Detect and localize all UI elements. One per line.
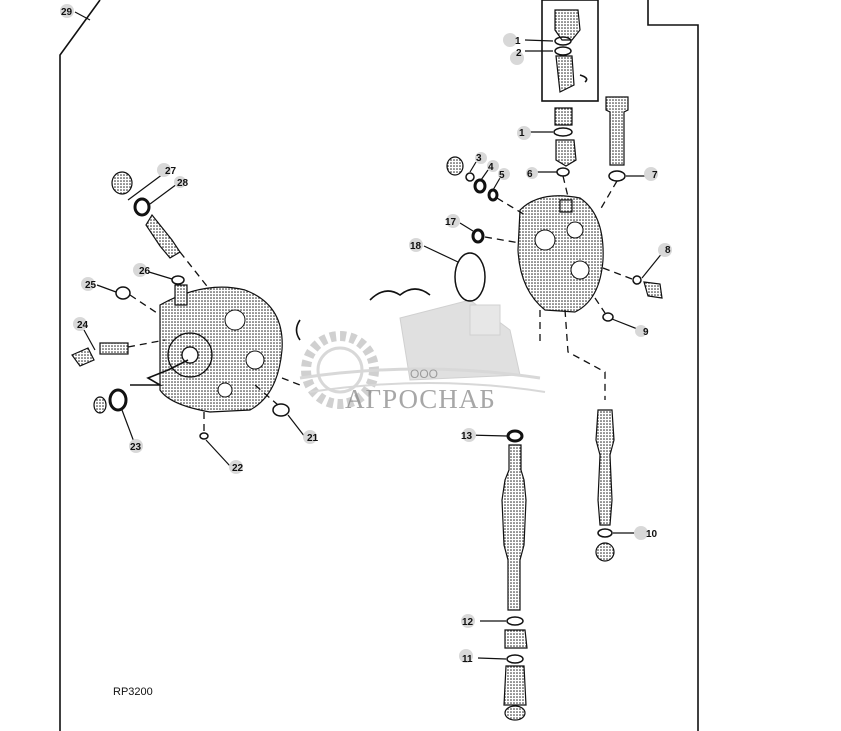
o-ring-21	[272, 403, 290, 417]
left-top-plug	[111, 171, 211, 291]
svg-text:1: 1	[519, 128, 525, 139]
svg-text:25: 25	[85, 280, 97, 291]
svg-text:8: 8	[665, 245, 671, 256]
svg-text:29: 29	[61, 7, 73, 18]
watermark-company-name: АГРОСНАБ	[345, 384, 496, 414]
callout-23: 23	[129, 439, 143, 453]
callout-29: 29	[60, 4, 74, 18]
page-frame	[59, 0, 699, 731]
svg-text:7: 7	[652, 170, 658, 181]
callout-13: 13	[461, 428, 476, 442]
svg-text:13: 13	[461, 431, 473, 442]
callout-22: 22	[229, 460, 244, 474]
svg-text:11: 11	[462, 654, 473, 665]
svg-text:28: 28	[177, 178, 189, 189]
callout-1-top: 1	[503, 33, 521, 47]
watermark-logo	[299, 299, 546, 409]
valve-side-plugs	[446, 156, 526, 216]
o-ring-26	[171, 275, 185, 285]
callout-24: 24	[73, 317, 89, 331]
callout-7: 7	[644, 167, 658, 181]
callout-25: 25	[81, 277, 97, 291]
callout-1: 1	[517, 126, 531, 140]
valve-seal-17	[471, 228, 485, 244]
valve-plug-8	[602, 267, 663, 299]
callout-21: 21	[303, 430, 319, 444]
valve-body	[517, 195, 604, 313]
svg-text:21: 21	[307, 433, 319, 444]
callout-18: 18	[409, 238, 423, 252]
svg-text:9: 9	[643, 327, 649, 338]
watermark-org-prefix: ООО	[410, 367, 438, 381]
callout-12: 12	[461, 614, 475, 628]
callout-8: 8	[658, 243, 672, 257]
svg-text:2: 2	[516, 48, 522, 59]
valve-fitting-outline	[369, 288, 431, 301]
inset-detail-box	[541, 0, 599, 102]
left-shaft-line	[130, 359, 189, 386]
left-shaft-seal	[93, 388, 128, 414]
svg-text:1: 1	[515, 36, 521, 47]
valve-long-plug	[599, 96, 629, 211]
svg-text:27: 27	[165, 166, 177, 177]
svg-text:23: 23	[130, 442, 142, 453]
left-pump-housing	[159, 284, 283, 413]
snap-ring	[295, 319, 301, 341]
lower-right-tube	[564, 309, 615, 562]
svg-text:5: 5	[499, 170, 505, 181]
drawing-code: RP3200	[113, 686, 153, 698]
callout-26: 26	[133, 263, 151, 277]
callout-27: 27	[157, 163, 177, 177]
callout-17: 17	[445, 214, 460, 228]
callout-2: 2	[510, 48, 524, 65]
callout-5: 5	[498, 168, 510, 181]
svg-text:10: 10	[646, 529, 658, 540]
lower-left-tube	[501, 310, 541, 721]
callout-3: 3	[475, 152, 487, 164]
callout-10: 10	[634, 526, 658, 540]
left-side-plug	[71, 339, 166, 367]
large-o-ring-18	[454, 252, 486, 302]
o-ring-25	[115, 286, 131, 300]
svg-text:26: 26	[139, 266, 151, 277]
svg-text:12: 12	[462, 617, 474, 628]
svg-text:24: 24	[77, 320, 89, 331]
valve-plug-column	[553, 107, 577, 206]
callout-4: 4	[487, 160, 499, 173]
callout-6: 6	[526, 167, 538, 180]
svg-text:3: 3	[476, 153, 482, 164]
svg-text:17: 17	[445, 217, 457, 228]
o-ring-9	[602, 312, 614, 322]
leader-lines	[74, 11, 664, 660]
svg-text:22: 22	[232, 463, 244, 474]
svg-text:4: 4	[488, 162, 494, 173]
svg-text:18: 18	[410, 241, 422, 252]
o-ring-22	[199, 432, 209, 440]
svg-text:6: 6	[527, 169, 533, 180]
callout-11: 11	[459, 649, 473, 665]
callout-28: 28	[174, 176, 189, 189]
callout-9: 9	[635, 325, 649, 338]
